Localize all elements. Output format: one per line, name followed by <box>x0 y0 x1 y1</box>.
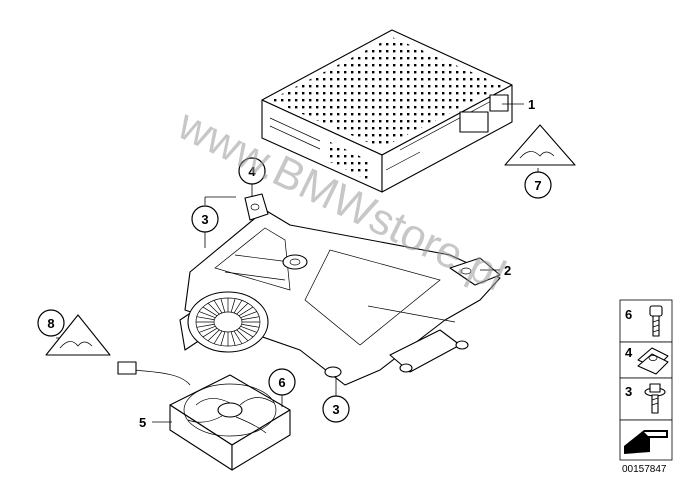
fan-grille-spoke <box>207 329 220 342</box>
fan-grille-spoke <box>241 323 260 328</box>
legend-label-6: 6 <box>625 307 632 322</box>
legend-label-4: 4 <box>625 345 633 360</box>
callout-1: 1 <box>528 97 535 112</box>
fan-grille-spoke <box>207 302 220 315</box>
callout-6-circle <box>268 368 296 396</box>
callout-6: 6 <box>278 375 285 390</box>
callout-3b-circle <box>322 395 350 423</box>
legend-label-3: 3 <box>625 384 632 399</box>
cooling-fan <box>117 361 291 471</box>
callout-7-circle <box>524 171 552 199</box>
clip-nut-icon <box>637 347 669 375</box>
callout-4-circle <box>238 157 266 185</box>
flange-screw-icon <box>644 383 666 414</box>
callout-8-circle <box>37 309 65 337</box>
fan-grille-spoke <box>196 323 215 328</box>
callout-4: 4 <box>248 164 256 179</box>
arrow-icon <box>624 430 668 454</box>
callout-3b: 3 <box>332 402 339 417</box>
callout-7: 7 <box>534 178 541 193</box>
diagram-code: 00157847 <box>622 464 667 475</box>
control-unit <box>261 29 513 193</box>
fan-grille-spoke <box>236 329 249 342</box>
fan-grille-spoke <box>199 326 216 333</box>
warning-label-triangle-7 <box>504 124 576 166</box>
callout-2: 2 <box>504 263 511 278</box>
fan-grille-spoke <box>240 326 257 333</box>
fan-grille-spoke <box>199 311 216 318</box>
fan-grille-spoke <box>230 298 236 313</box>
leader-lines <box>56 103 539 423</box>
mounting-bracket <box>179 193 501 386</box>
fan-grille-spoke <box>220 331 226 346</box>
fan-grille-spoke <box>233 300 243 314</box>
fan-grille-spoke <box>213 330 223 344</box>
fan-grille-spoke <box>213 300 223 314</box>
fan-grille-spoke <box>202 327 218 338</box>
fan-grille-spoke <box>230 331 236 346</box>
callout-5: 5 <box>139 415 146 430</box>
callout-8: 8 <box>47 316 54 331</box>
fan-grille-spoke <box>236 302 249 315</box>
warning-label-triangle-8 <box>45 314 111 356</box>
fan-grille-spoke <box>241 316 260 321</box>
fan-grille-spoke <box>196 316 215 321</box>
fan-grille-spoke <box>233 330 243 344</box>
fan-grille-spoke <box>220 298 226 313</box>
fan-grille-spoke <box>238 306 254 317</box>
fan-grille-spoke <box>240 311 257 318</box>
callout-3a: 3 <box>201 212 208 227</box>
bolt-icon <box>649 305 663 337</box>
fan-grille-spoke <box>202 306 218 317</box>
hardware-legend: 6 4 3 00157847 <box>619 299 673 475</box>
fan-grille-spoke <box>238 327 254 338</box>
callout-3a-circle <box>191 205 219 233</box>
